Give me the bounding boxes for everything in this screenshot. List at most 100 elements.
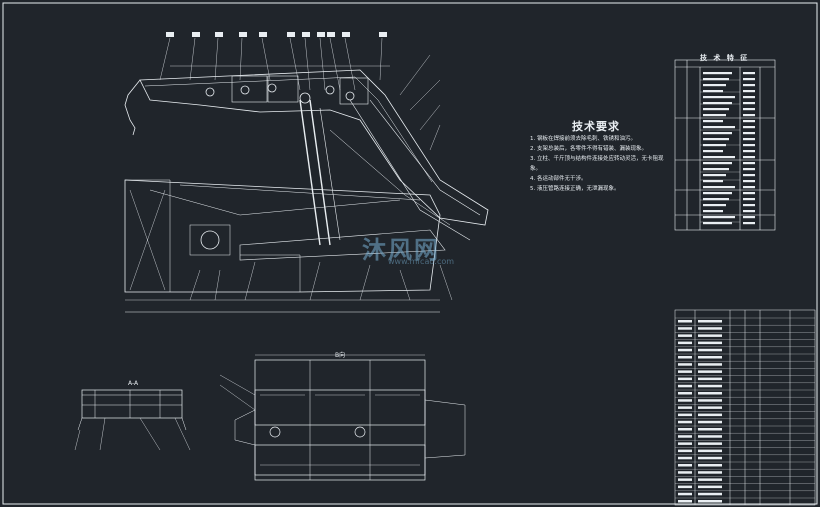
parameter-table-value bbox=[743, 114, 755, 117]
parts-list-code bbox=[678, 464, 692, 467]
parameter-table-value bbox=[743, 84, 755, 87]
parts-list-code bbox=[678, 442, 692, 445]
parts-list-name bbox=[698, 420, 722, 424]
parameter-table-value bbox=[743, 222, 755, 225]
parameter-table-value bbox=[743, 204, 755, 207]
parts-list-name bbox=[698, 363, 722, 366]
parameter-table-value bbox=[743, 138, 755, 141]
parts-list-code bbox=[678, 334, 692, 337]
parts-list-code bbox=[678, 435, 692, 438]
parts-list-name bbox=[698, 341, 722, 345]
parts-list-code bbox=[678, 356, 692, 359]
parts-list-code bbox=[678, 320, 692, 323]
parameter-table-value bbox=[743, 174, 755, 177]
parameter-table-entry bbox=[703, 96, 735, 99]
parts-list-code bbox=[678, 485, 692, 489]
parameter-table-value bbox=[743, 150, 755, 153]
parameter-table-value bbox=[743, 198, 755, 201]
parts-list-name bbox=[698, 377, 722, 381]
parameter-table-entry bbox=[703, 222, 732, 225]
parts-list-name bbox=[698, 327, 722, 330]
parts-list-name bbox=[698, 478, 722, 481]
parts-list-name bbox=[698, 392, 722, 395]
parameter-table-entry bbox=[703, 216, 735, 219]
parameter-table-value bbox=[743, 168, 755, 171]
parameter-table-entry bbox=[703, 162, 732, 165]
parameter-table-entry bbox=[703, 138, 729, 141]
parts-list-name bbox=[698, 356, 722, 359]
top-view bbox=[219, 354, 466, 481]
parts-list-code bbox=[678, 413, 692, 417]
parts-list-name bbox=[698, 406, 722, 409]
technical-note: 4. 各运动部件无干涉。 bbox=[530, 176, 587, 182]
canopy-beam bbox=[139, 69, 489, 226]
parts-list-name bbox=[698, 435, 722, 438]
parts-list-name bbox=[698, 428, 722, 431]
parameter-table-value bbox=[743, 126, 755, 129]
watermark-url: www.mfcad.com bbox=[388, 257, 455, 266]
parameter-table-entry bbox=[703, 174, 726, 177]
parameter-table-entry bbox=[703, 102, 732, 105]
canopy-tip bbox=[124, 79, 141, 136]
parts-list-code bbox=[678, 428, 692, 431]
parts-list-code bbox=[678, 471, 692, 474]
parts-list-code bbox=[678, 500, 692, 503]
parameter-table-title: 技 术 特 征 bbox=[700, 54, 750, 62]
parts-list-code bbox=[678, 420, 692, 424]
parts-list-code bbox=[678, 341, 692, 345]
parts-list-code bbox=[678, 456, 692, 460]
technical-notes-list: 1. 钢板在焊接前须去除毛刺、铁锈和油污。 2. 支架总装后，各零件不得有错装、… bbox=[530, 134, 666, 194]
parts-list-code bbox=[678, 348, 692, 352]
parts-list-name bbox=[698, 334, 722, 337]
parts-list-code bbox=[678, 478, 692, 481]
parameter-table-value bbox=[743, 180, 755, 183]
parameter-table-entry bbox=[703, 78, 729, 81]
parts-list-code bbox=[678, 492, 692, 496]
technical-note: 5. 液压管路连接正确，无泄漏现象。 bbox=[530, 186, 620, 192]
parts-list-name bbox=[698, 413, 722, 417]
front-leg bbox=[299, 99, 321, 246]
parts-list-name bbox=[698, 485, 722, 489]
parameter-table-entry bbox=[703, 186, 735, 189]
base-frame bbox=[124, 179, 441, 293]
parameter-table-entry bbox=[703, 192, 732, 195]
parameter-table-value bbox=[743, 186, 755, 189]
parameter-table-entry bbox=[703, 156, 735, 159]
section-view-label: A-A bbox=[128, 380, 139, 387]
parameter-table-value bbox=[743, 162, 755, 165]
parameter-table-value bbox=[743, 144, 755, 147]
parts-list-name bbox=[698, 471, 722, 474]
parts-list-code bbox=[678, 327, 692, 330]
parameter-table-entry bbox=[703, 120, 723, 123]
parts-list-name bbox=[698, 442, 722, 445]
parameter-table-entry bbox=[703, 144, 726, 147]
parameter-table-entry bbox=[703, 150, 723, 153]
parameter-table-value bbox=[743, 120, 755, 123]
parameter-table-value bbox=[743, 78, 755, 81]
parameter-table-entry bbox=[703, 180, 723, 183]
main-side-view bbox=[124, 37, 489, 313]
section-view bbox=[74, 389, 191, 451]
parts-list-code bbox=[678, 406, 692, 409]
parameter-table-entry bbox=[703, 126, 735, 129]
parameter-table-entry bbox=[703, 72, 732, 75]
parts-list-code bbox=[678, 399, 692, 402]
parts-list-name bbox=[698, 348, 722, 352]
parts-list-name bbox=[698, 384, 722, 388]
parameter-table-entry bbox=[703, 132, 732, 135]
parameter-table-value bbox=[743, 192, 755, 195]
parts-list-name bbox=[698, 500, 722, 503]
parameter-table-value bbox=[743, 96, 755, 99]
parameter-table-entry bbox=[703, 90, 723, 93]
parameter-table-entry bbox=[703, 108, 729, 111]
technical-note: 3. 立柱、千斤顶与结构件连接处应转动灵活，无卡阻现象。 bbox=[530, 156, 664, 172]
parameter-table-entry bbox=[703, 210, 723, 213]
parts-list-name bbox=[698, 399, 722, 402]
parameter-table-text bbox=[703, 72, 755, 225]
parts-list-name bbox=[698, 449, 722, 453]
parts-list-code bbox=[678, 377, 692, 381]
parts-list-name bbox=[698, 320, 722, 323]
parameter-table bbox=[674, 59, 776, 231]
parts-list-rows bbox=[675, 317, 815, 503]
